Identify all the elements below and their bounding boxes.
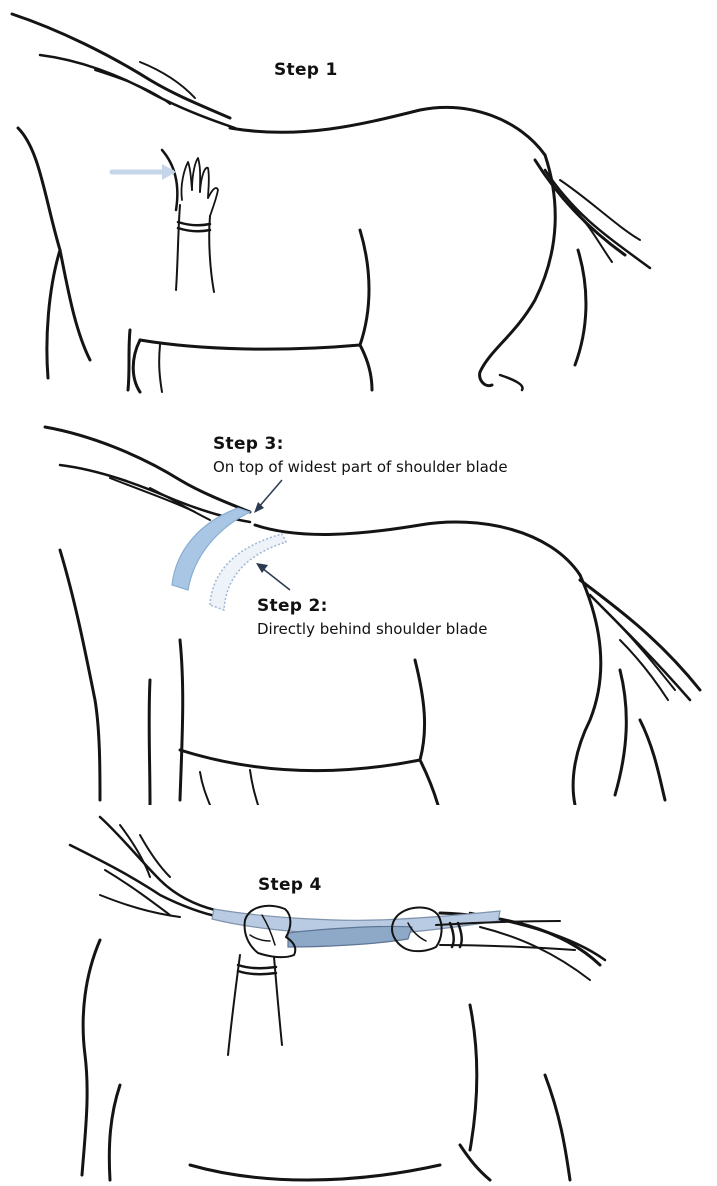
step-1-title: Step 1 — [274, 60, 338, 80]
step-3-title: Step 3: — [213, 434, 284, 454]
horse-hind-leg — [573, 575, 601, 805]
step-2-title: Step 2: — [257, 596, 328, 616]
horse-chest — [60, 550, 100, 800]
step-1-illustration — [0, 0, 717, 395]
horse-chest — [18, 128, 90, 360]
step-3-arrow — [254, 480, 282, 513]
horse-chest — [82, 940, 100, 1175]
step-4-title: Step 4 — [258, 875, 322, 895]
horse-belly — [180, 750, 420, 771]
shoulder-curve — [162, 150, 177, 210]
horse-back-line — [255, 522, 580, 575]
step-2-arrow — [256, 563, 290, 590]
forearm — [176, 205, 214, 292]
horse-mane — [12, 14, 235, 128]
hand-fingers — [181, 158, 218, 216]
step-1-panel: Step 1 — [0, 0, 717, 395]
horse-mane — [70, 817, 220, 917]
horse-belly — [109, 1085, 120, 1180]
horse-flank — [360, 230, 372, 390]
pointer-arrow — [112, 164, 176, 180]
step-3-description: On top of widest part of shoulder blade — [213, 458, 508, 476]
step-2-3-panel: Step 3: On top of widest part of shoulde… — [0, 400, 717, 805]
step-4-illustration — [0, 805, 717, 1186]
horse-belly — [140, 340, 360, 349]
horse-back-line — [230, 107, 545, 155]
horse-front-leg — [47, 250, 130, 390]
horse-flank — [415, 660, 438, 805]
step-4-panel: Step 4 — [0, 805, 717, 1186]
step-2-description: Directly behind shoulder blade — [257, 620, 487, 638]
horse-hind-leg — [480, 155, 556, 386]
